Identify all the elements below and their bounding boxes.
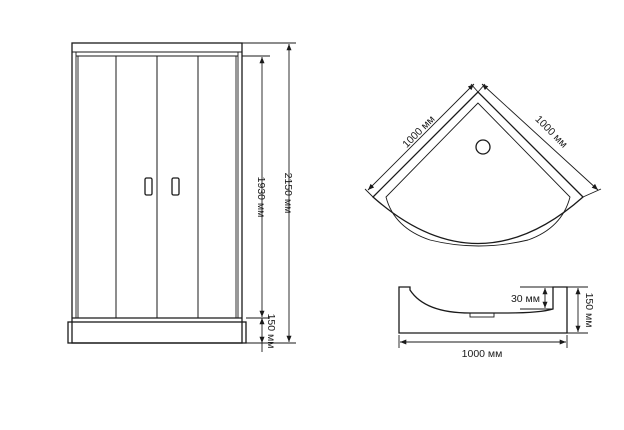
- front-view: 2150 мм 1930 мм 150 мм: [67, 42, 296, 352]
- door-panel-1: [77, 55, 117, 319]
- dim-total-label: 2150 мм: [282, 173, 294, 214]
- dim-line-side-right: [481, 83, 599, 191]
- base-tray: [67, 321, 247, 344]
- dim-depth-label: 30 мм: [511, 293, 540, 305]
- dim-side-left-label: 1000 мм: [400, 113, 437, 150]
- dim-height-label: 150 мм: [583, 293, 595, 328]
- dim-door-label: 1930 мм: [255, 177, 267, 218]
- tray-inner-outline: [385, 102, 571, 247]
- tray-profile: [398, 286, 568, 334]
- door-panel-2: [115, 55, 158, 319]
- drain-icon: [475, 139, 491, 155]
- side-view: 1000 мм 30 мм 150 мм: [398, 286, 595, 360]
- door-handle-left: [144, 177, 153, 196]
- tray-outline: [372, 91, 584, 244]
- door-panel-4: [197, 55, 237, 319]
- dim-width-label: 1000 мм: [462, 348, 503, 360]
- drain-profile: [469, 312, 495, 318]
- dim-side-right-label: 1000 мм: [532, 113, 569, 150]
- dim-base-label: 150 мм: [265, 314, 277, 349]
- door-panel-3: [156, 55, 199, 319]
- dim-line-side-left: [367, 83, 475, 191]
- top-view: 1000 мм 1000 мм: [364, 83, 602, 247]
- door-handle-right: [171, 177, 180, 196]
